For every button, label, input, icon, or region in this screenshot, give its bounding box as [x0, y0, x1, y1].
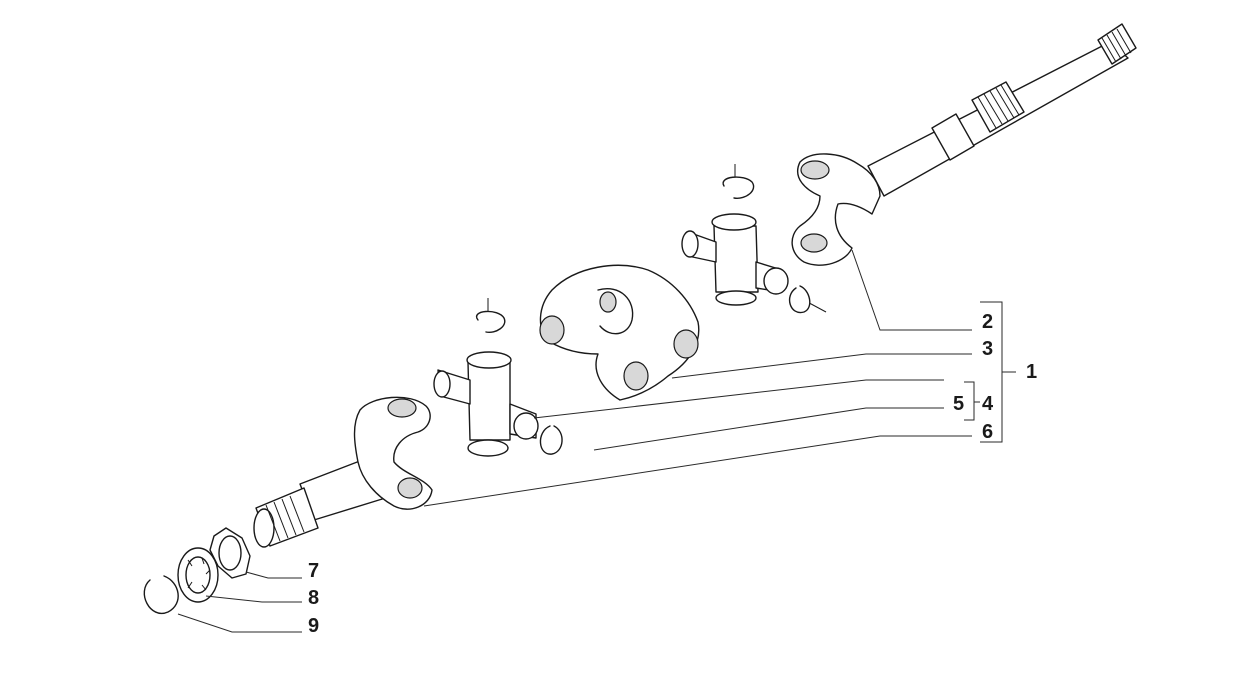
lower-snap-ring-side: [539, 425, 563, 455]
callout-4: 4: [982, 393, 994, 415]
callout-3: 3: [982, 338, 993, 360]
callout-7: 7: [308, 560, 319, 582]
outer-shaft-with-yoke: [791, 23, 1137, 266]
inner-shaft-with-yoke: [253, 396, 433, 548]
upper-spider-cross: [681, 164, 827, 313]
hex-nut: [209, 527, 251, 579]
lock-washer: [177, 547, 219, 603]
upper-snap-ring-side: [788, 285, 811, 314]
lower-snap-ring-top: [475, 310, 506, 333]
callout-9: 9: [308, 615, 319, 637]
retaining-ring: [143, 575, 179, 615]
lower-spider-cross: [433, 298, 539, 457]
callout-8: 8: [308, 587, 319, 609]
callout-6: 6: [982, 421, 993, 443]
callout-5: 5: [953, 393, 964, 415]
center-coupling-yoke: [539, 264, 700, 401]
upper-snap-ring-top: [722, 176, 755, 199]
leader-lines: [177, 249, 1016, 633]
callout-2: 2: [982, 311, 993, 333]
callout-1: 1: [1026, 361, 1037, 383]
